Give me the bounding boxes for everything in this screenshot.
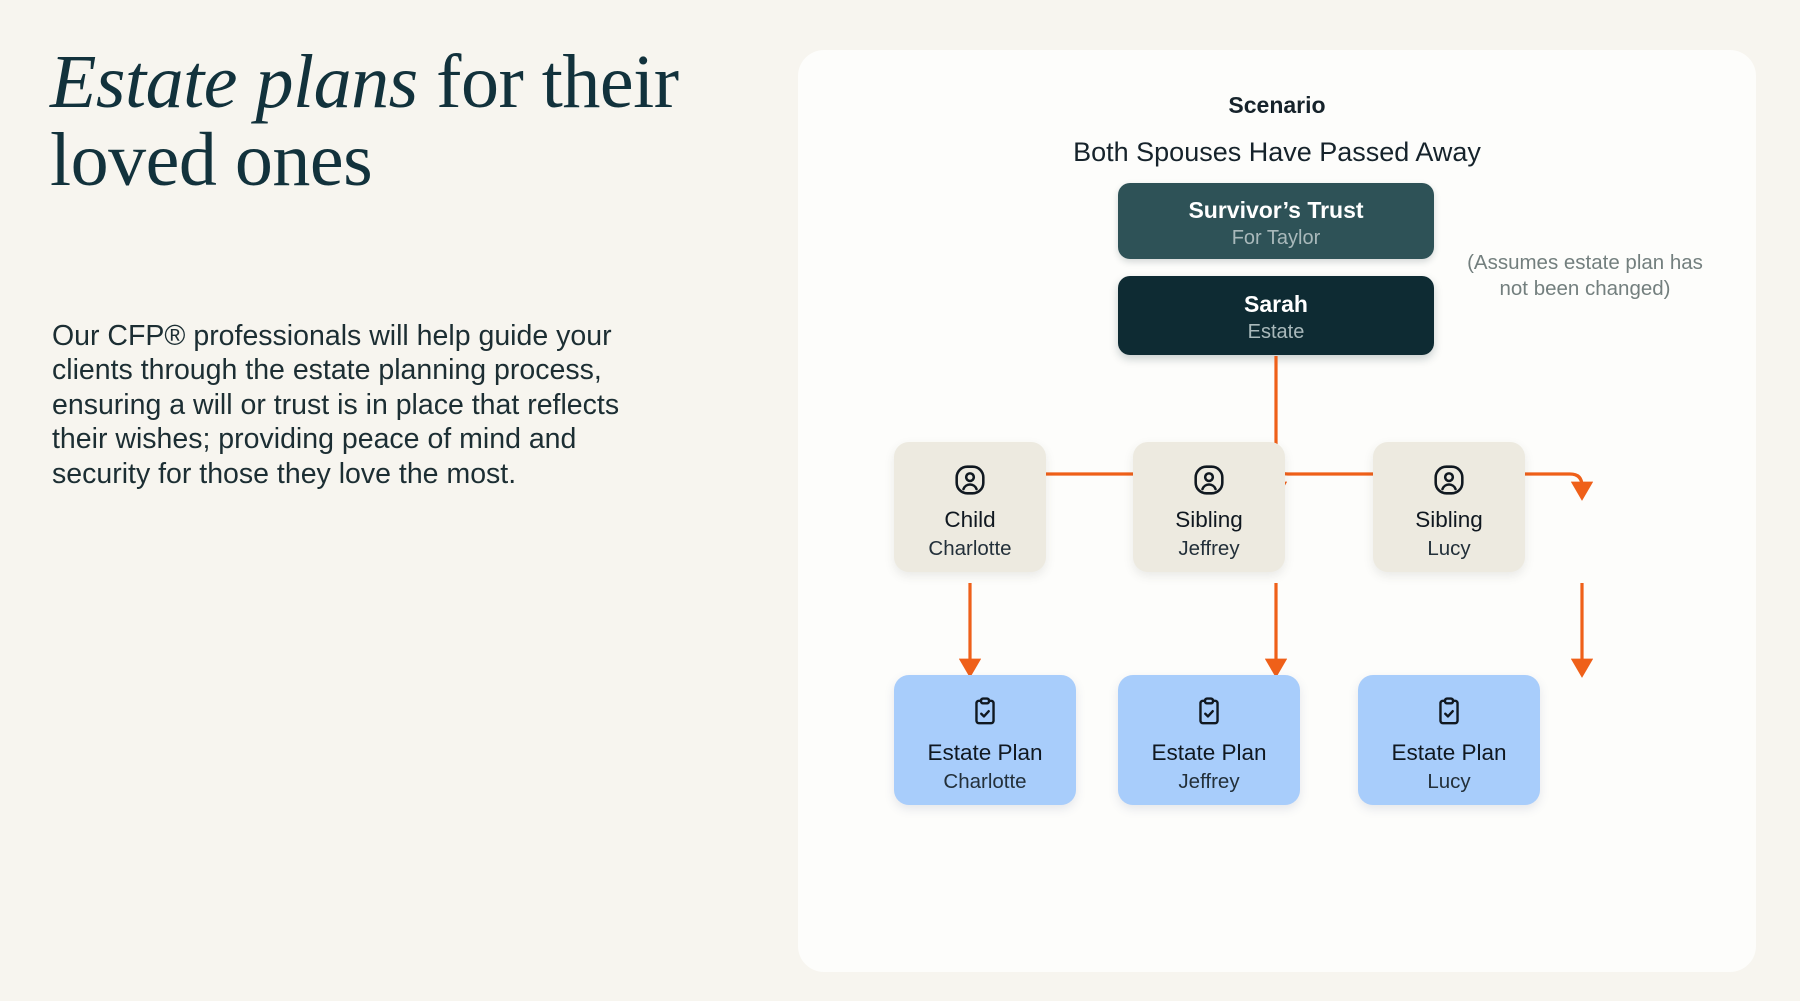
estate-plan-subtitle: Jeffrey: [1178, 770, 1240, 793]
page-title: Estate plans for their loved ones: [50, 43, 710, 199]
estate-plan-title: Estate Plan: [1151, 740, 1267, 765]
hero-text-block: Estate plans for their loved ones Our CF…: [50, 43, 710, 490]
page-title-emphasis: Estate plans: [50, 40, 418, 124]
estate-plan-title: Estate Plan: [927, 740, 1043, 765]
page-title-rest: for their loved ones: [50, 40, 679, 202]
diagram-panel: Scenario Both Spouses Have Passed Away S…: [798, 50, 1756, 972]
beneficiary-subtitle: Jeffrey: [1178, 537, 1240, 560]
estate-plan-subtitle: Charlotte: [943, 770, 1027, 793]
user-circle-icon: [1133, 463, 1285, 497]
user-circle-icon: [1373, 463, 1525, 497]
beneficiary-title: Child: [944, 507, 996, 532]
estate-plan-card-charlotte[interactable]: Estate Plan Charlotte: [894, 675, 1076, 805]
sarah-estate-title: Sarah: [1244, 291, 1308, 317]
sarah-estate-subtitle: Estate: [1247, 320, 1305, 343]
estate-plan-subtitle: Lucy: [1427, 770, 1471, 793]
estate-plan-title: Estate Plan: [1391, 740, 1507, 765]
estate-plan-card-lucy[interactable]: Estate Plan Lucy: [1358, 675, 1540, 805]
survivors-trust-box: Survivor’s Trust For Taylor: [1118, 183, 1434, 259]
clipboard-check-icon: [1118, 696, 1300, 730]
clipboard-check-icon: [1358, 696, 1540, 730]
beneficiary-title: Sibling: [1415, 507, 1483, 532]
beneficiary-subtitle: Lucy: [1427, 537, 1471, 560]
beneficiary-title: Sibling: [1175, 507, 1243, 532]
assumption-note: (Assumes estate plan has not been change…: [1467, 251, 1703, 301]
scenario-label: Scenario: [1228, 92, 1326, 118]
beneficiary-card-child-charlotte[interactable]: Child Charlotte: [894, 442, 1046, 572]
clipboard-check-icon: [894, 696, 1076, 730]
survivors-trust-title: Survivor’s Trust: [1188, 197, 1364, 223]
sarah-estate-box: Sarah Estate: [1118, 276, 1434, 355]
hero-body-text: Our CFP® professionals will help guide y…: [52, 320, 620, 490]
scenario-title: Both Spouses Have Passed Away: [1073, 137, 1481, 167]
beneficiary-card-sibling-jeffrey[interactable]: Sibling Jeffrey: [1133, 442, 1285, 572]
beneficiary-card-sibling-lucy[interactable]: Sibling Lucy: [1373, 442, 1525, 572]
estate-plan-card-jeffrey[interactable]: Estate Plan Jeffrey: [1118, 675, 1300, 805]
survivors-trust-subtitle: For Taylor: [1231, 226, 1321, 249]
beneficiary-subtitle: Charlotte: [928, 537, 1012, 560]
user-circle-icon: [894, 463, 1046, 497]
